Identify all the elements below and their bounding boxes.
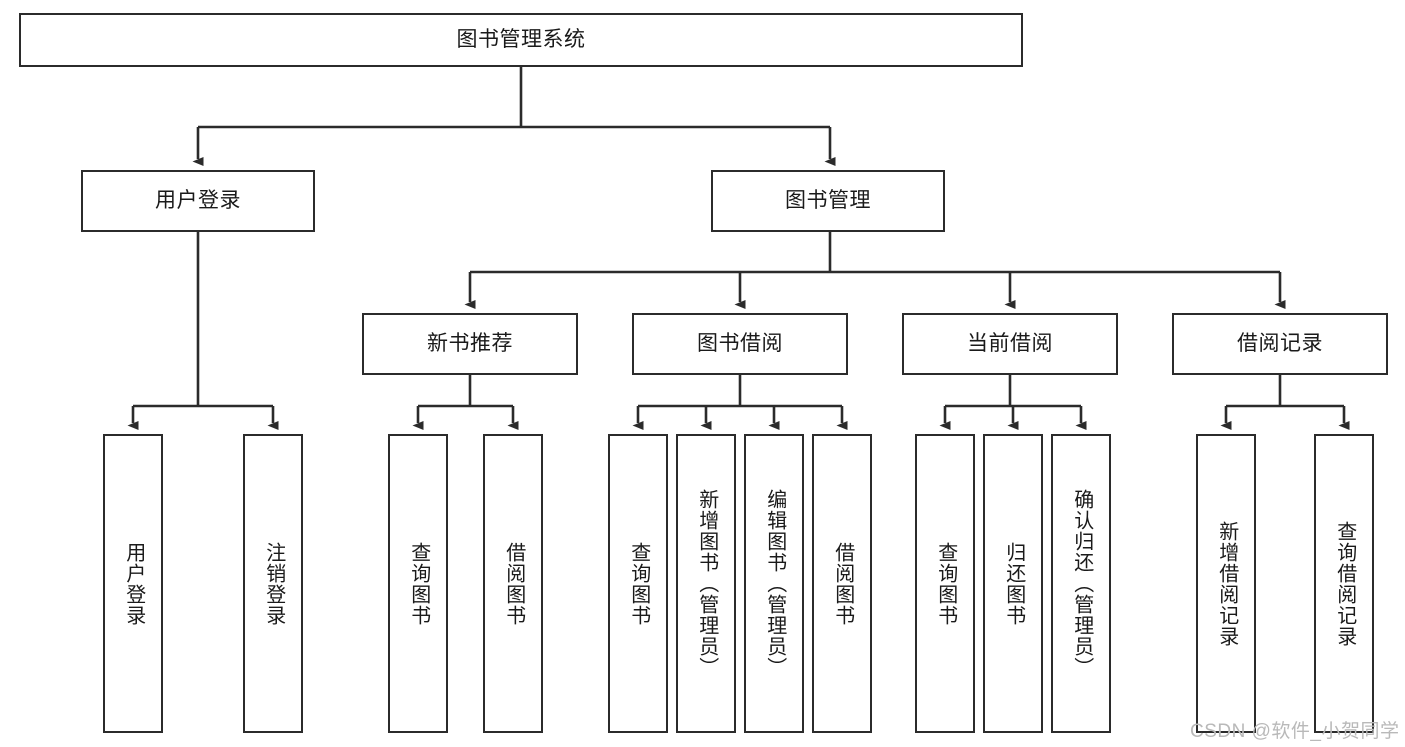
node-leaf-query-book-2[interactable]: 查询图书 (608, 434, 668, 733)
node-leaf-user-login[interactable]: 用户登录 (103, 434, 163, 733)
node-leaf-borrow-book-1[interactable]: 借阅图书 (483, 434, 543, 733)
node-leaf-edit-book-label: 编辑图书（管理员） (763, 489, 786, 678)
node-current-borrow-label: 当前借阅 (967, 331, 1053, 355)
csdn-watermark: CSDN @软件_小贺同学 (1190, 721, 1400, 742)
node-borrow-record[interactable]: 借阅记录 (1172, 313, 1388, 375)
node-book-borrow[interactable]: 图书借阅 (632, 313, 848, 375)
node-new-book-rec-label: 新书推荐 (427, 331, 513, 355)
node-leaf-query-record[interactable]: 查询借阅记录 (1314, 434, 1374, 733)
node-leaf-edit-book[interactable]: 编辑图书（管理员） (744, 434, 804, 733)
node-leaf-query-book-1[interactable]: 查询图书 (388, 434, 448, 733)
node-leaf-borrow-book-2[interactable]: 借阅图书 (812, 434, 872, 733)
node-borrow-record-label: 借阅记录 (1237, 331, 1323, 355)
node-user-login-label: 用户登录 (155, 188, 241, 212)
node-leaf-borrow-book-2-label: 借阅图书 (831, 541, 854, 626)
node-book-borrow-label: 图书借阅 (697, 331, 783, 355)
node-leaf-logout[interactable]: 注销登录 (243, 434, 303, 733)
node-leaf-add-record-label: 新增借阅记录 (1215, 520, 1238, 647)
node-leaf-return-book[interactable]: 归还图书 (983, 434, 1043, 733)
node-leaf-user-login-label: 用户登录 (122, 541, 145, 626)
node-leaf-add-book[interactable]: 新增图书（管理员） (676, 434, 736, 733)
node-root-label: 图书管理系统 (456, 27, 586, 51)
node-current-borrow[interactable]: 当前借阅 (902, 313, 1118, 375)
node-leaf-confirm-return-label: 确认归还（管理员） (1070, 489, 1093, 678)
node-root[interactable]: 图书管理系统 (19, 13, 1023, 67)
node-new-book-rec[interactable]: 新书推荐 (362, 313, 578, 375)
node-leaf-add-record[interactable]: 新增借阅记录 (1196, 434, 1256, 733)
node-leaf-query-book-2-label: 查询图书 (627, 541, 650, 626)
node-leaf-add-book-label: 新增图书（管理员） (695, 489, 718, 678)
node-leaf-borrow-book-1-label: 借阅图书 (502, 541, 525, 626)
node-leaf-query-record-label: 查询借阅记录 (1333, 520, 1356, 647)
node-leaf-return-book-label: 归还图书 (1002, 541, 1025, 626)
node-leaf-query-book-3[interactable]: 查询图书 (915, 434, 975, 733)
node-leaf-confirm-return[interactable]: 确认归还（管理员） (1051, 434, 1111, 733)
node-leaf-query-book-1-label: 查询图书 (407, 541, 430, 626)
node-book-manage-label: 图书管理 (785, 188, 871, 212)
node-user-login[interactable]: 用户登录 (81, 170, 315, 232)
node-leaf-query-book-3-label: 查询图书 (934, 541, 957, 626)
node-book-manage[interactable]: 图书管理 (711, 170, 945, 232)
node-leaf-logout-label: 注销登录 (262, 541, 285, 626)
